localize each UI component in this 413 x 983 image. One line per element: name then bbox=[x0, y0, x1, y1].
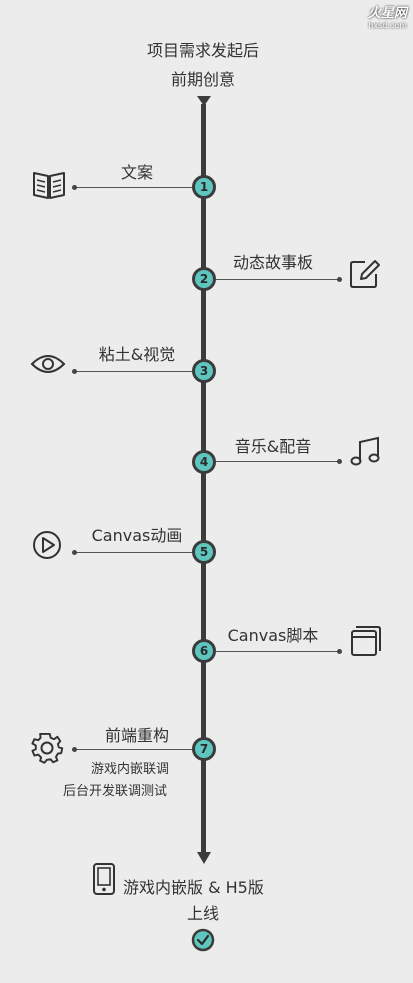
gear-icon bbox=[31, 732, 64, 764]
connector-6 bbox=[216, 651, 339, 652]
window-icon bbox=[351, 626, 381, 656]
connector-dot-4 bbox=[337, 459, 342, 464]
step-7-sub2: 后台开发联调测试 bbox=[62, 784, 168, 799]
edit-icon bbox=[350, 260, 380, 288]
header-line1: 项目需求发起后 bbox=[146, 41, 260, 60]
connector-7 bbox=[75, 749, 195, 750]
connector-dot-6 bbox=[337, 649, 342, 654]
timeline-spine bbox=[201, 104, 206, 854]
step-3-label: 粘土&视觉 bbox=[98, 345, 176, 364]
step-7-sub1: 游戏内嵌联调 bbox=[90, 762, 170, 777]
book-icon bbox=[33, 172, 65, 199]
connector-2 bbox=[216, 279, 339, 280]
step-4-label: 音乐&配音 bbox=[234, 437, 312, 456]
play-icon bbox=[33, 531, 61, 559]
step-7-node: 7 bbox=[192, 737, 216, 761]
connector-dot-7 bbox=[72, 747, 77, 752]
eye-icon bbox=[30, 355, 66, 373]
bottom-arrowhead bbox=[197, 852, 211, 864]
step-4-node: 4 bbox=[192, 450, 216, 474]
step-5-node: 5 bbox=[192, 540, 216, 564]
phone-icon bbox=[93, 863, 115, 895]
final-line1: 游戏内嵌版 & H5版 bbox=[123, 878, 264, 897]
music-icon bbox=[350, 436, 380, 466]
header-line2: 前期创意 bbox=[170, 70, 236, 89]
step-6-node: 6 bbox=[192, 639, 216, 663]
connector-dot-2 bbox=[337, 277, 342, 282]
check-icon bbox=[191, 928, 215, 952]
connector-1 bbox=[75, 187, 195, 188]
step-6-label: Canvas脚本 bbox=[227, 626, 319, 645]
step-1-label: 文案 bbox=[120, 163, 154, 182]
connector-dot-1 bbox=[72, 185, 77, 190]
step-7-label: 前端重构 bbox=[104, 726, 170, 745]
step-5-label: Canvas动画 bbox=[91, 526, 183, 545]
step-3-node: 3 bbox=[192, 359, 216, 383]
connector-3 bbox=[75, 371, 195, 372]
final-line2: 上线 bbox=[186, 904, 220, 923]
top-arrowhead bbox=[197, 96, 211, 106]
step-2-label: 动态故事板 bbox=[232, 253, 314, 272]
step-2-node: 2 bbox=[192, 267, 216, 291]
connector-dot-3 bbox=[72, 369, 77, 374]
connector-4 bbox=[216, 461, 339, 462]
connector-dot-5 bbox=[72, 550, 77, 555]
step-1-node: 1 bbox=[192, 175, 216, 199]
connector-5 bbox=[75, 552, 195, 553]
